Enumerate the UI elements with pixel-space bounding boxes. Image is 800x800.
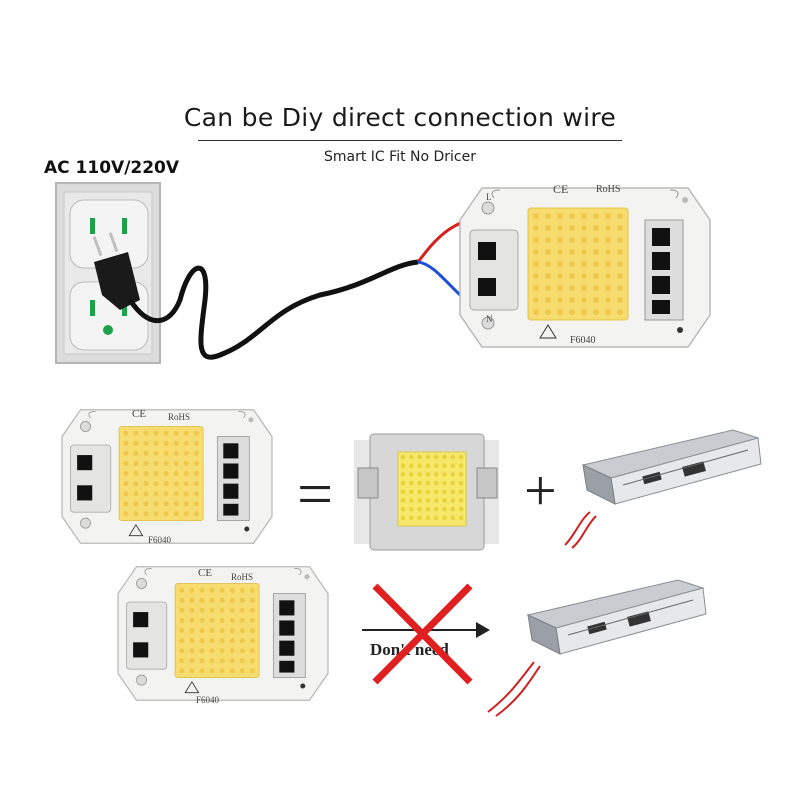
led-chip-image xyxy=(354,433,499,551)
led-dot xyxy=(450,506,456,512)
led-dot xyxy=(458,506,464,512)
led-dot xyxy=(409,498,414,503)
led-dot xyxy=(417,480,422,486)
model-label: F6040 xyxy=(196,695,220,705)
led-dot xyxy=(433,506,439,512)
led-dot xyxy=(450,463,456,469)
led-dot xyxy=(450,480,456,486)
power-plug-image xyxy=(92,232,140,310)
led-dot xyxy=(400,515,406,521)
led-dot xyxy=(433,480,439,486)
led-dot xyxy=(409,489,414,495)
led-dot xyxy=(409,472,414,477)
led-cob-module xyxy=(61,409,273,544)
led-dot xyxy=(442,463,447,469)
led-driver-image xyxy=(564,429,762,549)
led-dot xyxy=(400,506,406,512)
led-dot xyxy=(442,480,447,486)
led-dot xyxy=(450,498,456,503)
pin-label-n: N xyxy=(486,314,493,324)
led-dot xyxy=(425,498,431,503)
led-dot xyxy=(458,489,464,495)
led-dot xyxy=(400,472,406,477)
title-underline xyxy=(198,140,622,141)
led-dot xyxy=(417,515,422,521)
led-dot xyxy=(458,515,464,521)
led-dot xyxy=(458,480,464,486)
ce-mark: CE xyxy=(198,567,212,579)
rohs-mark: RoHS xyxy=(596,184,620,195)
power-cable xyxy=(127,259,419,360)
led-dot xyxy=(409,480,414,486)
model-label: F6040 xyxy=(148,535,172,545)
cross-out-icon xyxy=(372,583,473,685)
led-dot xyxy=(458,463,464,469)
led-dot xyxy=(425,463,431,469)
led-dot xyxy=(442,506,447,512)
led-cob-module-standalone xyxy=(117,566,329,701)
led-cob-module-wired xyxy=(459,187,711,348)
led-dot xyxy=(442,472,447,477)
led-dot xyxy=(433,463,439,469)
led-dot xyxy=(450,489,456,495)
led-dot xyxy=(442,515,447,521)
led-dot xyxy=(458,472,464,477)
led-dot xyxy=(425,472,431,477)
led-dot xyxy=(450,515,456,521)
led-dot xyxy=(400,463,406,469)
rohs-mark: RoHS xyxy=(168,412,190,422)
led-dot xyxy=(433,472,439,477)
led-dot xyxy=(442,489,447,495)
led-dot xyxy=(433,498,439,503)
pin-label-l: L xyxy=(486,192,492,202)
plus-sign: + xyxy=(524,458,557,523)
page-title: Can be Diy direct connection wire xyxy=(183,103,617,132)
led-dot xyxy=(409,454,414,460)
voltage-label: AC 110V/220V xyxy=(44,158,180,178)
led-dot xyxy=(425,506,431,512)
led-dot xyxy=(458,498,464,503)
rohs-mark: RoHS xyxy=(231,572,253,582)
led-dot xyxy=(417,506,422,512)
led-dot xyxy=(409,463,414,469)
led-dot xyxy=(425,454,431,460)
led-dot xyxy=(400,498,406,503)
led-dot xyxy=(425,480,431,486)
model-label: F6040 xyxy=(570,335,596,346)
led-dot xyxy=(425,489,431,495)
led-dot xyxy=(433,454,439,460)
ce-mark: CE xyxy=(553,182,568,196)
led-dot xyxy=(450,472,456,477)
led-dot xyxy=(442,498,447,503)
led-dot xyxy=(458,454,464,460)
page-subtitle: Smart IC Fit No Dricer xyxy=(324,149,476,165)
led-dot xyxy=(417,454,422,460)
led-driver-image xyxy=(487,579,707,717)
led-dot xyxy=(400,454,406,460)
led-dot xyxy=(417,489,422,495)
led-dot xyxy=(442,454,447,460)
led-dot xyxy=(409,506,414,512)
led-dot xyxy=(417,498,422,503)
led-dot xyxy=(400,480,406,486)
led-dot xyxy=(409,515,414,521)
led-dot xyxy=(450,454,456,460)
ce-mark: CE xyxy=(132,408,146,420)
led-dot xyxy=(433,515,439,521)
equals-sign: = xyxy=(297,458,333,529)
led-dot xyxy=(417,472,422,477)
led-dot xyxy=(433,489,439,495)
led-dot xyxy=(425,515,431,521)
led-dot xyxy=(417,463,422,469)
led-dot xyxy=(400,489,406,495)
